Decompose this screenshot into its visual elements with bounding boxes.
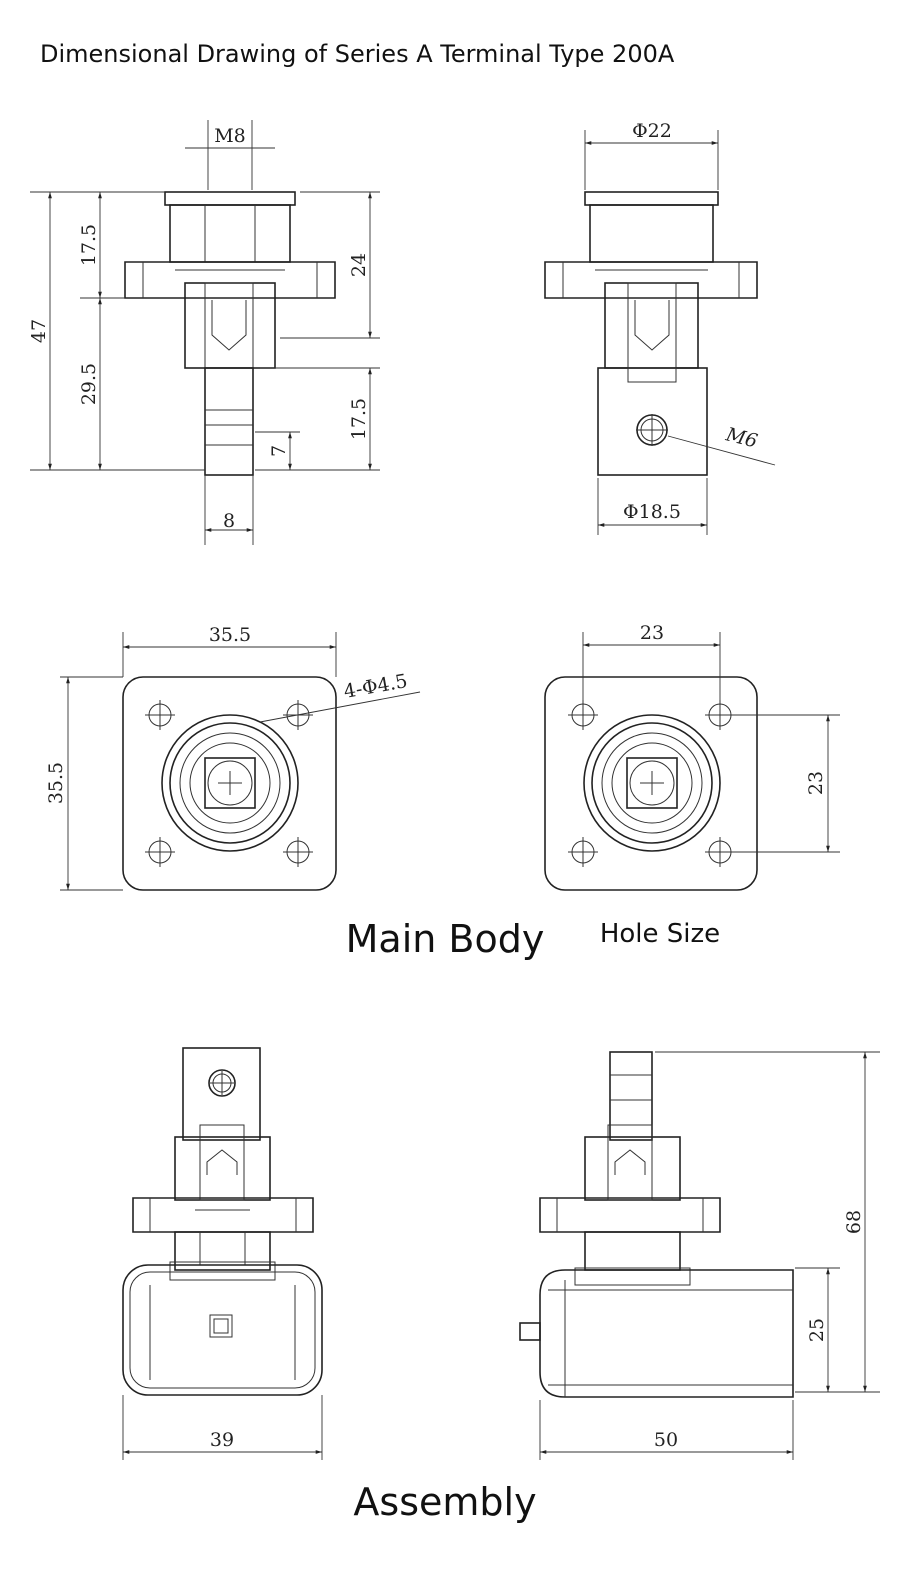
cap-diameter-label: Φ22 [632,120,672,142]
body-width-label: 35.5 [209,624,251,646]
assembly-height-label: 68 [843,1210,865,1234]
hole-spacing-y-label: 23 [805,771,827,795]
body-height-label: 35.5 [45,762,67,804]
mounting-holes-label: 4-Φ4.5 [342,670,409,703]
assembly-front-width-label: 39 [210,1429,234,1451]
side-view: Φ22 M6 Φ18.5 [544,120,776,535]
main-body-caption: Main Body [346,917,545,961]
assembly-caption: Assembly [353,1480,536,1524]
assembly-side-width-label: 50 [654,1429,678,1451]
box-height-label: 25 [806,1318,828,1342]
hole-size-caption: Hole Size [600,919,720,949]
flange-bottom-label: 24 [348,253,370,277]
hole-spacing-x-label: 23 [640,622,664,644]
total-height-label: 47 [28,319,50,343]
upper-height-label: 17.5 [78,224,100,266]
pin-slot-label: 7 [268,445,290,457]
front-view: M8 17.5 47 29.5 24 17.5 7 8 [28,120,380,545]
pin-length-label: 17.5 [348,398,370,440]
hole-thread-label: M6 [723,423,760,452]
lower-height-label: 29.5 [78,363,100,405]
pin-width-label: 8 [223,510,235,532]
hole-size-view: 23 23 [544,622,840,891]
main-body-view: 35.5 35.5 4-Φ4.5 [45,624,421,891]
thread-size-label: M8 [214,125,246,147]
assembly-front-view: 39 [122,1047,323,1460]
drawing-title: Dimensional Drawing of Series A Terminal… [40,40,675,68]
tab-width-label: Φ18.5 [623,501,681,523]
assembly-side-view: 50 68 25 [519,1051,880,1460]
